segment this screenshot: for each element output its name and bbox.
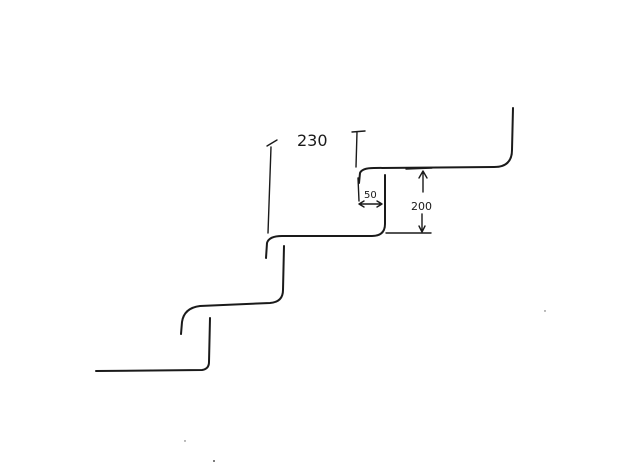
run-extension-line-left bbox=[266, 139, 278, 234]
riser-top-extension-line bbox=[405, 167, 433, 170]
riser-height-label: 200 bbox=[411, 200, 432, 213]
paper-speck bbox=[213, 460, 215, 462]
paper-speck bbox=[184, 440, 186, 442]
nosing-overhang-label: 50 bbox=[364, 190, 377, 201]
riser-dimension-arrow-up bbox=[418, 170, 428, 193]
run-length-label: 230 bbox=[297, 131, 328, 150]
paper-speck bbox=[544, 310, 546, 312]
riser-dimension-arrow-down bbox=[418, 213, 426, 233]
nosing-extension-line bbox=[357, 177, 360, 202]
nosing-dimension-arrow bbox=[358, 200, 383, 208]
run-extension-line-right bbox=[351, 130, 366, 168]
stair-profile-line bbox=[95, 107, 514, 372]
